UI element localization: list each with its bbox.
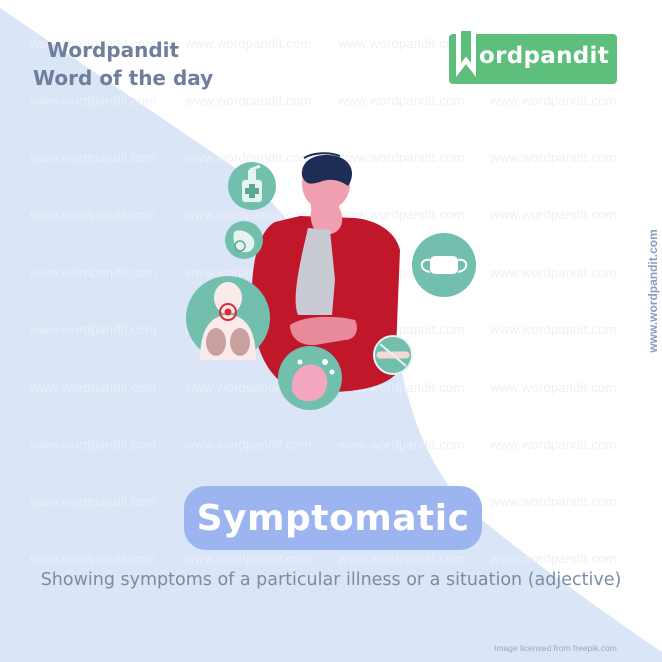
hand-germs-icon — [225, 221, 263, 259]
word-label: Symptomatic — [196, 497, 470, 539]
word-pill: Symptomatic — [184, 486, 482, 550]
no-handshake-icon — [373, 335, 413, 375]
brand-subtitle: Word of the day — [33, 66, 214, 90]
hand-sanitizer-icon — [228, 162, 276, 210]
side-url-text: www.wordpandit.com — [646, 229, 660, 353]
brand-title: Wordpandit — [47, 38, 180, 62]
sick-man-illustration — [186, 152, 476, 410]
hand-washing-icon — [278, 346, 342, 410]
bookmark-w-icon — [456, 31, 476, 77]
side-url: www.wordpandit.com — [644, 218, 660, 368]
logo-text: ordpandit — [479, 43, 610, 69]
definition-text: Showing symptoms of a particular illness… — [40, 570, 622, 590]
image-credit: Image licensed from freepik.com — [494, 643, 617, 653]
wordpandit-logo: ordpandit — [449, 31, 617, 84]
lungs-throat-icon — [186, 276, 270, 360]
face-mask-icon — [412, 233, 476, 297]
